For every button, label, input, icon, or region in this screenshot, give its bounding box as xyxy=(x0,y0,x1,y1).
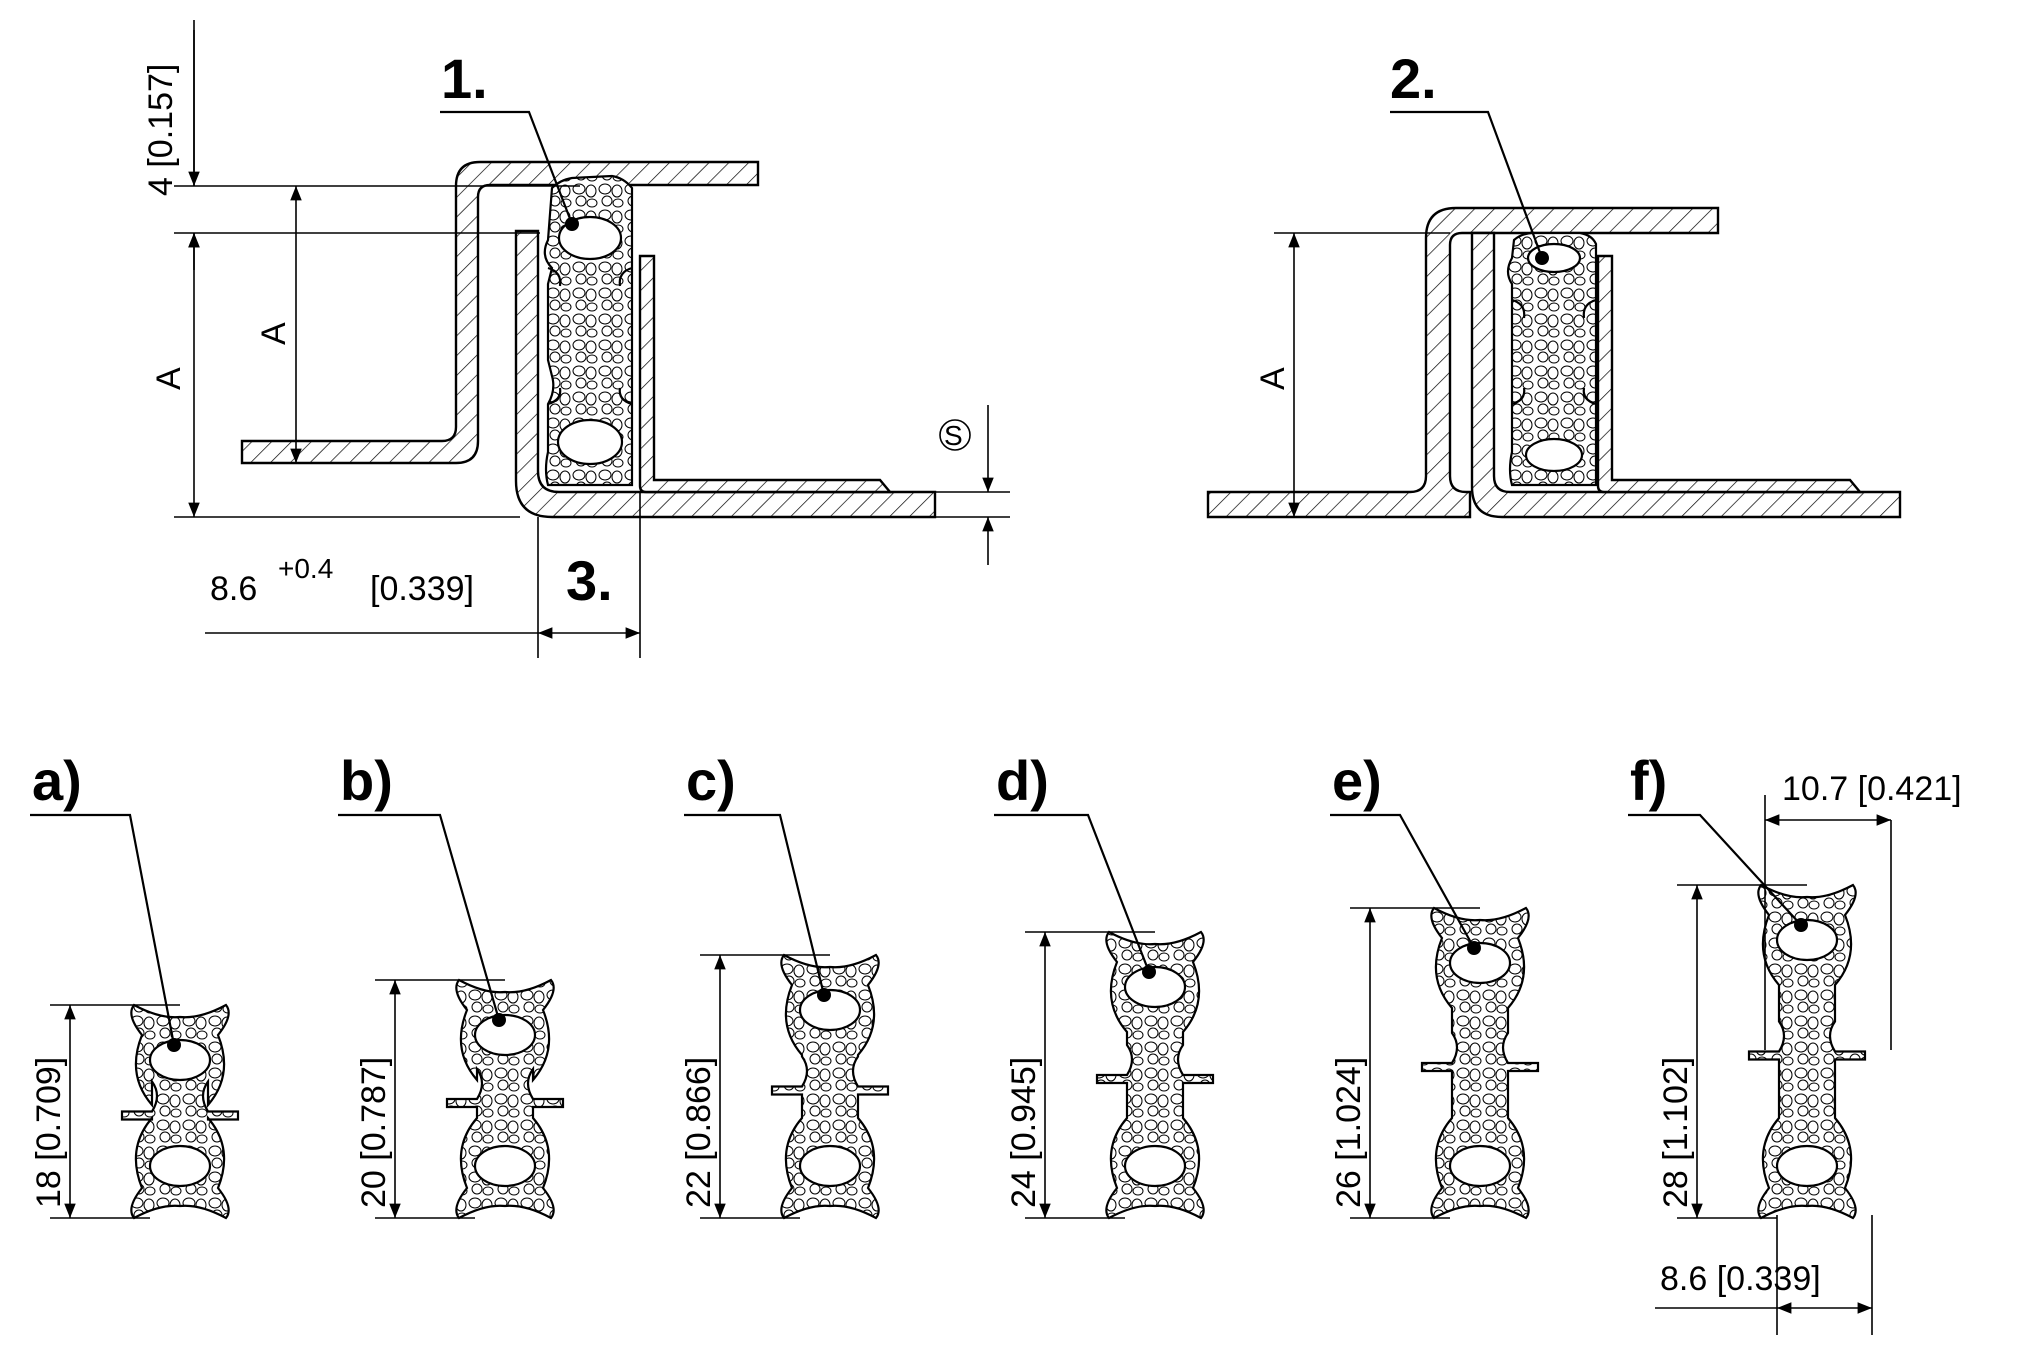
variant-f: f) 28 [1.102] xyxy=(1628,749,1867,1220)
callout-1: 1. xyxy=(441,47,488,110)
variant-leader xyxy=(1330,813,1475,949)
variant-label: d) xyxy=(996,749,1049,812)
variant-leader xyxy=(1628,813,1802,926)
variant-height-label: 18 [0.709] xyxy=(30,1057,68,1208)
variant-c: c) 22 [0.866] xyxy=(680,749,890,1220)
gasket-body xyxy=(770,953,890,1220)
variant-label: e) xyxy=(1332,749,1382,812)
variant-label: b) xyxy=(340,749,393,812)
lower-sheet-metal xyxy=(514,229,937,519)
lower-hollow xyxy=(1123,1144,1187,1188)
thickness-symbol: S xyxy=(944,420,963,451)
upper-hollow xyxy=(473,1013,537,1057)
upper-hollow xyxy=(1123,965,1187,1009)
flange-sheet-metal xyxy=(1206,206,1720,519)
callout-2: 2. xyxy=(1390,47,1437,110)
upper-hollow xyxy=(798,988,862,1032)
gasket-profile-1 xyxy=(543,174,634,487)
gasket-variants: a) 18 [0.709] b) 20 [0.787] c) 22 [0.866] d) 24… xyxy=(30,749,1867,1220)
lower-hollow xyxy=(1448,1144,1512,1188)
gasket-body xyxy=(1420,906,1540,1220)
variant-label: c) xyxy=(686,749,736,812)
callout-3: 3. xyxy=(566,549,613,612)
upper-hollow xyxy=(1775,918,1839,962)
variant-d: d) 24 [0.945] xyxy=(994,749,1215,1220)
inner-height-label: A xyxy=(255,322,293,345)
base-width-value: 8.6 xyxy=(210,570,257,608)
base-width-dimension: 8.6 +0.4 [0.339] xyxy=(205,492,641,658)
detail-2-height-dimension: A xyxy=(1254,232,1450,517)
detail-2-cross-section: 2. A xyxy=(1206,47,1902,519)
variant-a: a) 18 [0.709] xyxy=(30,749,240,1220)
top-offset-dimension: 4 [0.157] xyxy=(142,20,580,270)
variant-leader xyxy=(994,813,1151,973)
variant-leader xyxy=(338,813,501,1021)
top-offset-label: 4 [0.157] xyxy=(142,64,180,196)
lower-hollow xyxy=(1775,1144,1839,1188)
variant-b: b) 20 [0.787] xyxy=(338,749,565,1220)
outer-height-label: A xyxy=(150,367,188,390)
detail-1-cross-section: 1. 4 [0.157] A A S xyxy=(142,20,1010,658)
upper-sheet-metal xyxy=(240,160,760,465)
flange-right-sheet xyxy=(1470,231,1902,519)
gasket-body xyxy=(1747,883,1867,1220)
detail-2-height-label: A xyxy=(1254,367,1292,390)
variant-label: f) xyxy=(1630,749,1667,812)
variant-leader xyxy=(30,813,176,1046)
callout-2-leader xyxy=(1390,110,1544,259)
variant-f-extra-dimensions: 10.7 [0.421] 8.6 [0.339] xyxy=(1655,770,1962,1335)
variant-leader xyxy=(684,813,826,996)
inner-height-dimension: A xyxy=(255,186,302,463)
base-width-inch: [0.339] xyxy=(370,570,474,608)
variant-height-label: 26 [1.024] xyxy=(1330,1057,1368,1208)
channel-profile xyxy=(638,254,893,494)
gasket-profile-2 xyxy=(1506,231,1598,487)
variant-f-outer-width: 10.7 [0.421] xyxy=(1782,770,1962,808)
variant-e: e) 26 [1.024] xyxy=(1330,749,1540,1220)
upper-hollow xyxy=(1448,941,1512,985)
outer-height-dimension: A xyxy=(150,233,520,518)
gasket-body xyxy=(1095,930,1215,1220)
upper-hollow xyxy=(148,1038,212,1082)
variant-label: a) xyxy=(32,749,82,812)
base-width-tolerance: +0.4 xyxy=(278,553,333,584)
variant-f-base-width: 8.6 [0.339] xyxy=(1660,1260,1821,1298)
variant-height-label: 24 [0.945] xyxy=(1005,1057,1043,1208)
lower-hollow xyxy=(798,1144,862,1188)
thickness-dimension: S xyxy=(935,405,1010,565)
variant-height-label: 22 [0.866] xyxy=(680,1057,718,1208)
variant-height-label: 20 [0.787] xyxy=(355,1057,393,1208)
variant-height-label: 28 [1.102] xyxy=(1657,1057,1695,1208)
lower-hollow xyxy=(473,1144,537,1188)
channel-profile-2 xyxy=(1596,254,1863,494)
lower-hollow xyxy=(148,1144,212,1188)
